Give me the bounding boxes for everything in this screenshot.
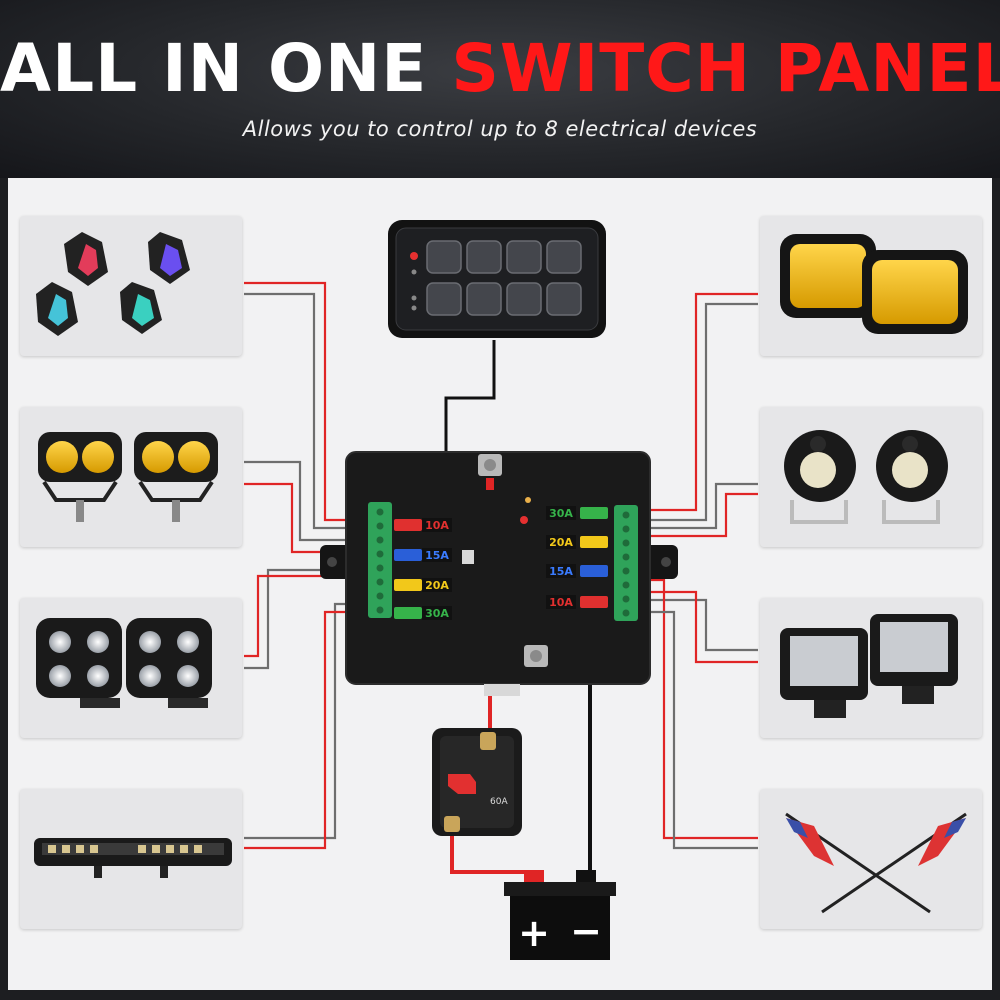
breaker-rating: 60A xyxy=(490,797,508,807)
switch-button-3 xyxy=(506,240,542,274)
switch-button-1 xyxy=(426,240,462,274)
fuse-left-3 xyxy=(394,579,422,591)
frame-left xyxy=(0,178,8,990)
fuse-right-1 xyxy=(580,507,608,519)
fuse-left-4 xyxy=(394,607,422,619)
rgb-rock-light-icon xyxy=(36,232,190,336)
circuit-breaker: 60A xyxy=(432,728,522,836)
breaker-reset-lever xyxy=(448,774,476,794)
fuse-labels: 10A 15A 20A 30A 30A 20A 15A 10A xyxy=(422,506,576,620)
title-white-part: ALL IN ONE xyxy=(0,30,428,107)
fuse-label-left-3: 20A xyxy=(425,579,449,592)
fuse-right-3 xyxy=(580,565,608,577)
frame-bottom xyxy=(0,990,1000,1000)
switch-button-5 xyxy=(426,282,462,316)
fuse-left-2 xyxy=(394,549,422,561)
fuse-label-left-4: 30A xyxy=(425,607,449,620)
switch-button-7 xyxy=(506,282,542,316)
battery-positive-wire xyxy=(450,828,532,874)
title-red-part: SWITCH PANEL xyxy=(451,30,1000,107)
battery-negative-sign: − xyxy=(570,909,602,953)
subtitle: Allows you to control up to 8 electrical… xyxy=(242,117,758,141)
fuse-label-left-1: 10A xyxy=(425,519,449,532)
fuse-right-4 xyxy=(580,596,608,608)
flag-whip-icon xyxy=(785,812,967,914)
fuse-right-2 xyxy=(580,536,608,548)
power-indicator-icon xyxy=(410,252,418,260)
ground-wire-black xyxy=(545,654,592,872)
battery-positive-sign: + xyxy=(518,911,550,955)
switch-buttons xyxy=(426,240,582,316)
yellow-pod-light-icon xyxy=(38,432,218,522)
fuse-label-right-2: 20A xyxy=(549,536,573,549)
switch-panel xyxy=(388,220,606,338)
battery: + − xyxy=(504,870,616,960)
led-light-bar-icon xyxy=(34,838,232,878)
right-wires xyxy=(640,292,758,850)
round-fog-light-icon xyxy=(784,430,948,524)
fuse-label-right-1: 30A xyxy=(549,507,573,520)
header-banner: ALL IN ONE SWITCH PANEL Allows you to co… xyxy=(0,0,1000,178)
switch-button-2 xyxy=(466,240,502,274)
terminal-screws xyxy=(376,508,630,617)
switch-button-4 xyxy=(546,240,582,274)
page-title: ALL IN ONE SWITCH PANEL xyxy=(0,30,1000,107)
fuse-label-left-2: 15A xyxy=(425,549,449,562)
right-fuses xyxy=(580,507,608,608)
left-fuses xyxy=(394,519,422,619)
switch-button-8 xyxy=(546,282,582,316)
switch-button-6 xyxy=(466,282,502,316)
device-card-whip-flags xyxy=(760,789,982,929)
cube-led-pod-icon xyxy=(780,614,958,718)
fuse-left-1 xyxy=(394,519,422,531)
amber-work-light-icon xyxy=(780,234,968,334)
fuse-label-right-3: 15A xyxy=(549,565,573,578)
quad-led-pod-icon xyxy=(36,618,212,708)
frame-right xyxy=(992,178,1000,990)
fuse-label-right-4: 10A xyxy=(549,596,573,609)
